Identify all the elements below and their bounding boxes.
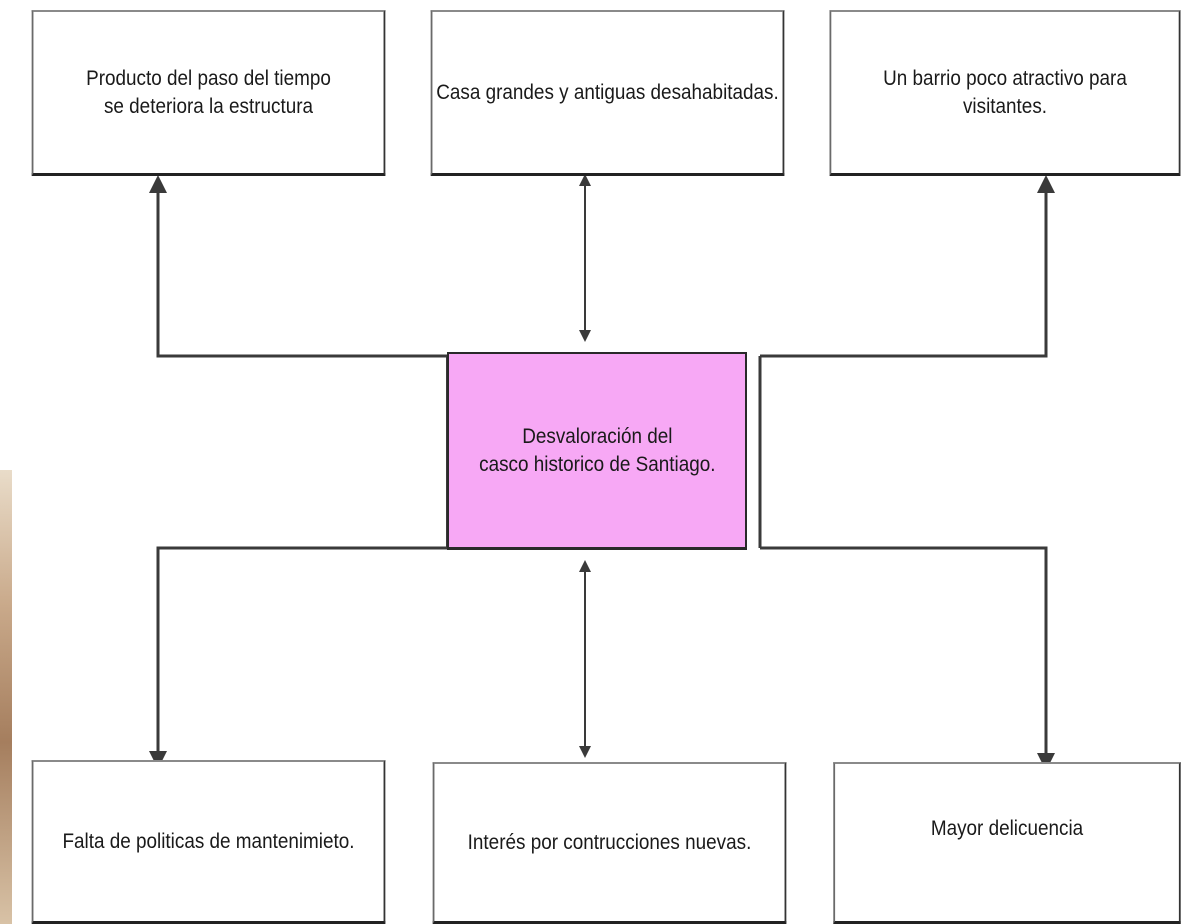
connector-top-left: [149, 175, 447, 358]
connector-bottom-left: [149, 546, 447, 769]
cause-text-1: Falta de politicas de mantenimieto.: [62, 829, 355, 853]
effect-text-2: Casa grandes y antiguas desahabitadas.: [436, 80, 779, 104]
connector-top-right: [760, 175, 1055, 358]
central-problem-box: Desvaloración del casco historico de San…: [447, 352, 747, 550]
effect-text-3: Un barrio poco atractivo para visitantes…: [883, 67, 1127, 118]
effect-box-2: Casa grandes y antiguas desahabitadas.: [430, 10, 785, 176]
cause-text-3: Mayor delicuencia: [930, 816, 1084, 840]
cause-text-2: Interés por contrucciones nuevas.: [467, 830, 752, 854]
cause-box-1: Falta de politicas de mantenimieto.: [31, 760, 386, 924]
cause-box-3: Mayor delicuencia: [833, 762, 1181, 924]
effect-box-3: Un barrio poco atractivo para visitantes…: [829, 10, 1181, 176]
connector-bottom-right: [760, 546, 1055, 771]
background-photo-edge: [0, 470, 12, 924]
effect-text-1: Producto del paso del tiempo se deterior…: [86, 67, 331, 118]
cause-box-2: Interés por contrucciones nuevas.: [432, 762, 787, 924]
central-problem-text: Desvaloración del casco historico de San…: [478, 425, 716, 476]
effect-box-1: Producto del paso del tiempo se deterior…: [31, 10, 386, 176]
